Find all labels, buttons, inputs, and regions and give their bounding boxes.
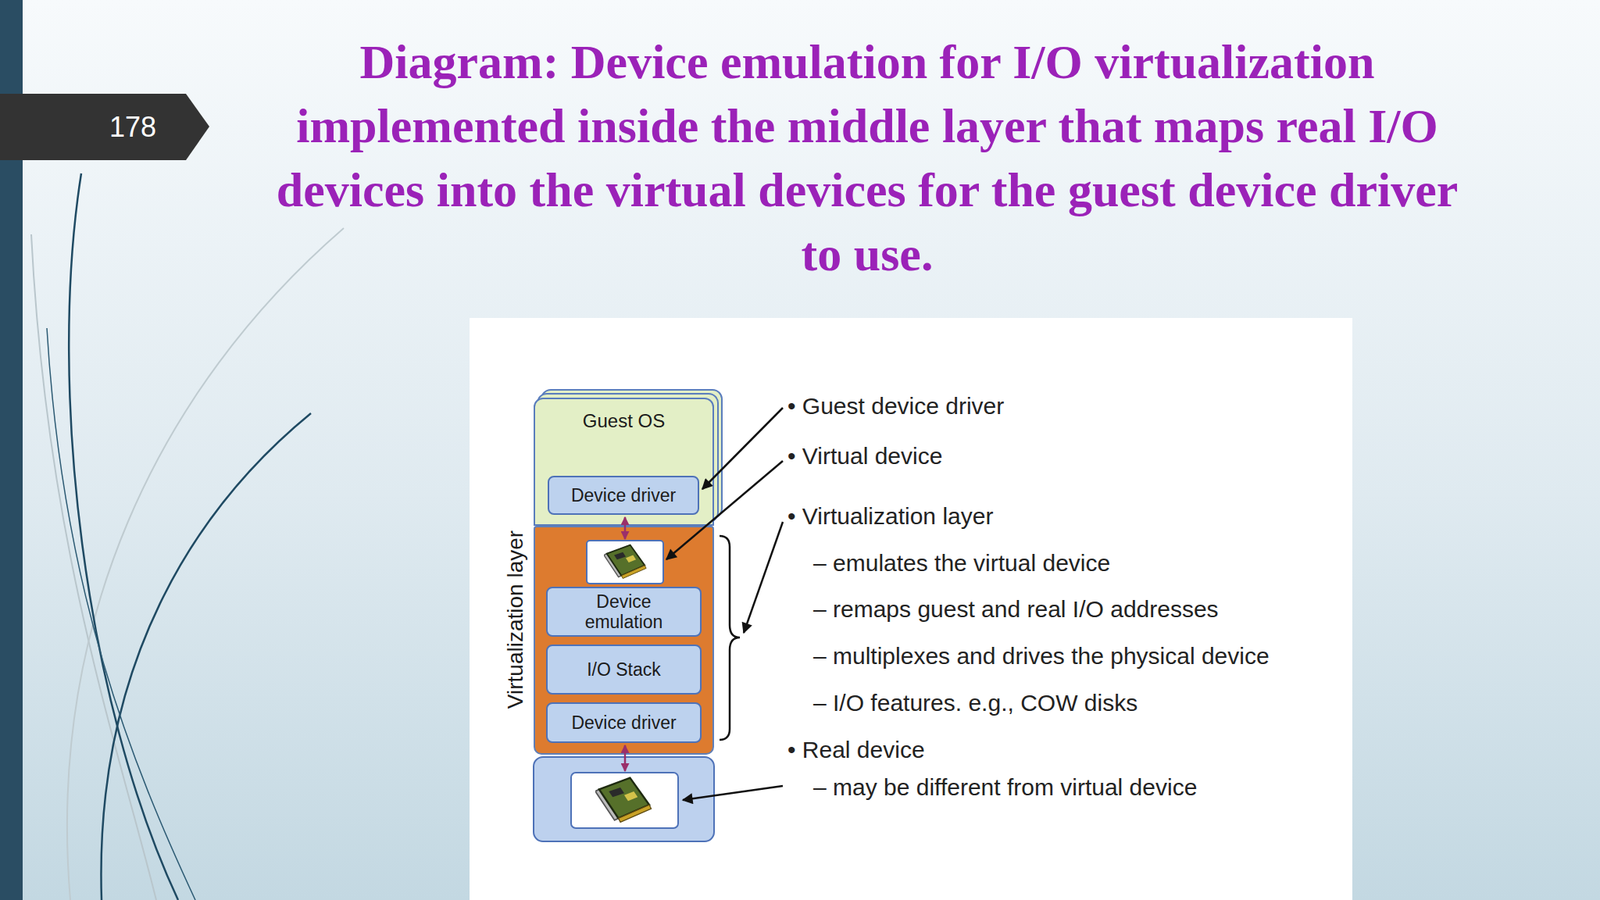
curly-bracket — [719, 535, 740, 740]
virtualization-layer-box: Virtualization layerDevice emulationI/O … — [533, 525, 715, 755]
decor-curve — [31, 234, 157, 900]
page-number: 178 — [93, 110, 172, 145]
decor-curve — [100, 413, 311, 900]
box-label: Guest OS — [535, 399, 713, 433]
device-driver-box: Device driver — [546, 702, 702, 743]
device-driver-box: Device driver — [547, 475, 700, 515]
note-item: – emulates the virtual device — [813, 548, 1111, 579]
io-stack-box: I/O Stack — [546, 644, 702, 695]
note-item: – multiplexes and drives the physical de… — [813, 641, 1270, 672]
guest-os-box: Guest OS Device driver — [533, 397, 715, 526]
note-item: – may be different from virtual device — [813, 772, 1197, 803]
page-tab — [0, 93, 210, 161]
real-device-frame — [571, 772, 679, 829]
callout-label: • Virtualization layer — [787, 501, 993, 532]
virtual-device-frame — [586, 540, 664, 584]
callout-label: • Real device — [787, 735, 925, 765]
virtual-device-card — [603, 545, 647, 579]
callout-label: • Guest device driver — [787, 391, 1004, 422]
leader-arrow — [682, 785, 783, 800]
note-item: – remaps guest and real I/O addresses — [813, 594, 1219, 625]
real-device-box — [533, 757, 715, 842]
box-label: Device emulation — [565, 591, 683, 633]
io-double-arrow — [624, 517, 627, 540]
real-device-card — [595, 778, 652, 823]
io-double-arrow — [624, 745, 627, 772]
decor-curve — [67, 228, 344, 900]
box-label: I/O Stack — [586, 659, 661, 680]
callout-label: • Virtual device — [787, 441, 943, 472]
device-emulation-box: Device emulation — [546, 586, 702, 637]
leader-arrow — [702, 407, 783, 490]
note-item: – I/O features. e.g., COW disks — [813, 688, 1138, 718]
box-label: Device driver — [571, 485, 676, 506]
slide-title: Diagram: Device emulation for I/O virtua… — [265, 29, 1469, 286]
decor-curve — [68, 173, 179, 900]
layer-heading: Virtualization layer — [501, 486, 530, 753]
decor-curve — [46, 328, 196, 900]
figure-panel — [469, 317, 1353, 900]
leader-arrow — [743, 521, 783, 633]
box-label: Device driver — [571, 712, 676, 733]
leader-arrow — [666, 460, 783, 560]
